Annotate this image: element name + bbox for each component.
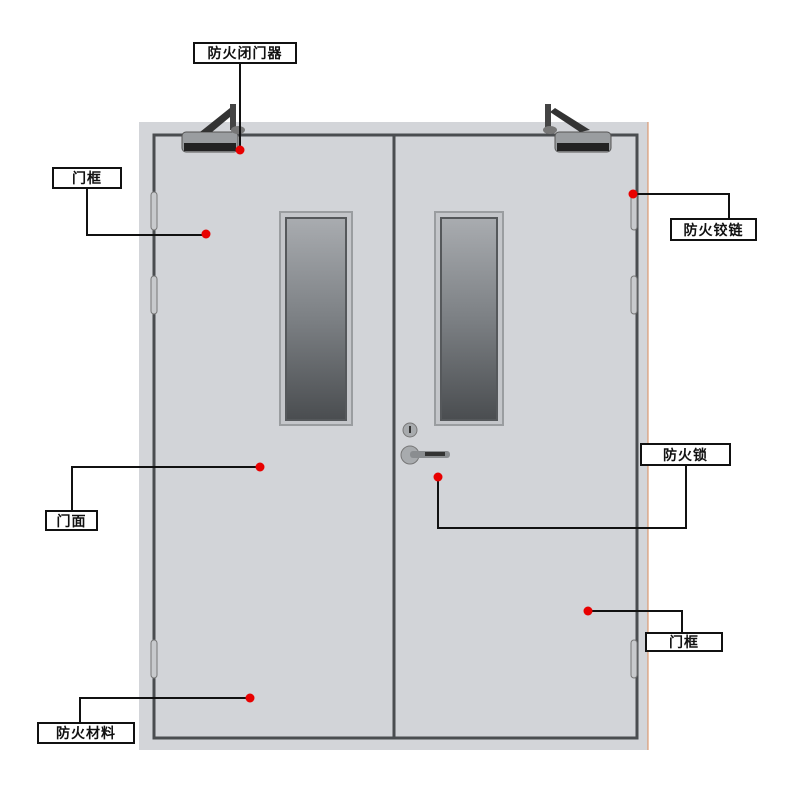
right-door-closer-icon xyxy=(543,104,612,153)
marker-door-panel xyxy=(255,462,265,472)
label-door-frame-bottom: 门框 xyxy=(645,632,723,652)
marker-dots xyxy=(201,145,638,703)
marker-fire-hinge xyxy=(628,189,638,199)
leader-lines xyxy=(71,63,730,722)
label-fire-lock: 防火锁 xyxy=(640,443,731,466)
marker-fire-lock xyxy=(433,472,443,482)
marker-door-frame-top xyxy=(201,229,211,239)
door-handle-icon xyxy=(400,445,450,465)
marker-door-closer xyxy=(235,145,245,155)
label-fire-hinge: 防火铰链 xyxy=(670,218,757,241)
label-door-frame-top: 门框 xyxy=(52,167,122,189)
marker-fire-material xyxy=(245,693,255,703)
left-window xyxy=(279,211,353,426)
right-window xyxy=(434,211,504,426)
label-fire-material: 防火材料 xyxy=(37,722,135,744)
hinges xyxy=(150,191,638,679)
label-door-closer: 防火闭门器 xyxy=(193,42,297,64)
left-door-closer-icon xyxy=(181,104,245,153)
label-door-panel: 门面 xyxy=(45,510,98,531)
lock-cylinder-icon xyxy=(402,422,418,438)
marker-door-frame-bottom xyxy=(583,606,593,616)
